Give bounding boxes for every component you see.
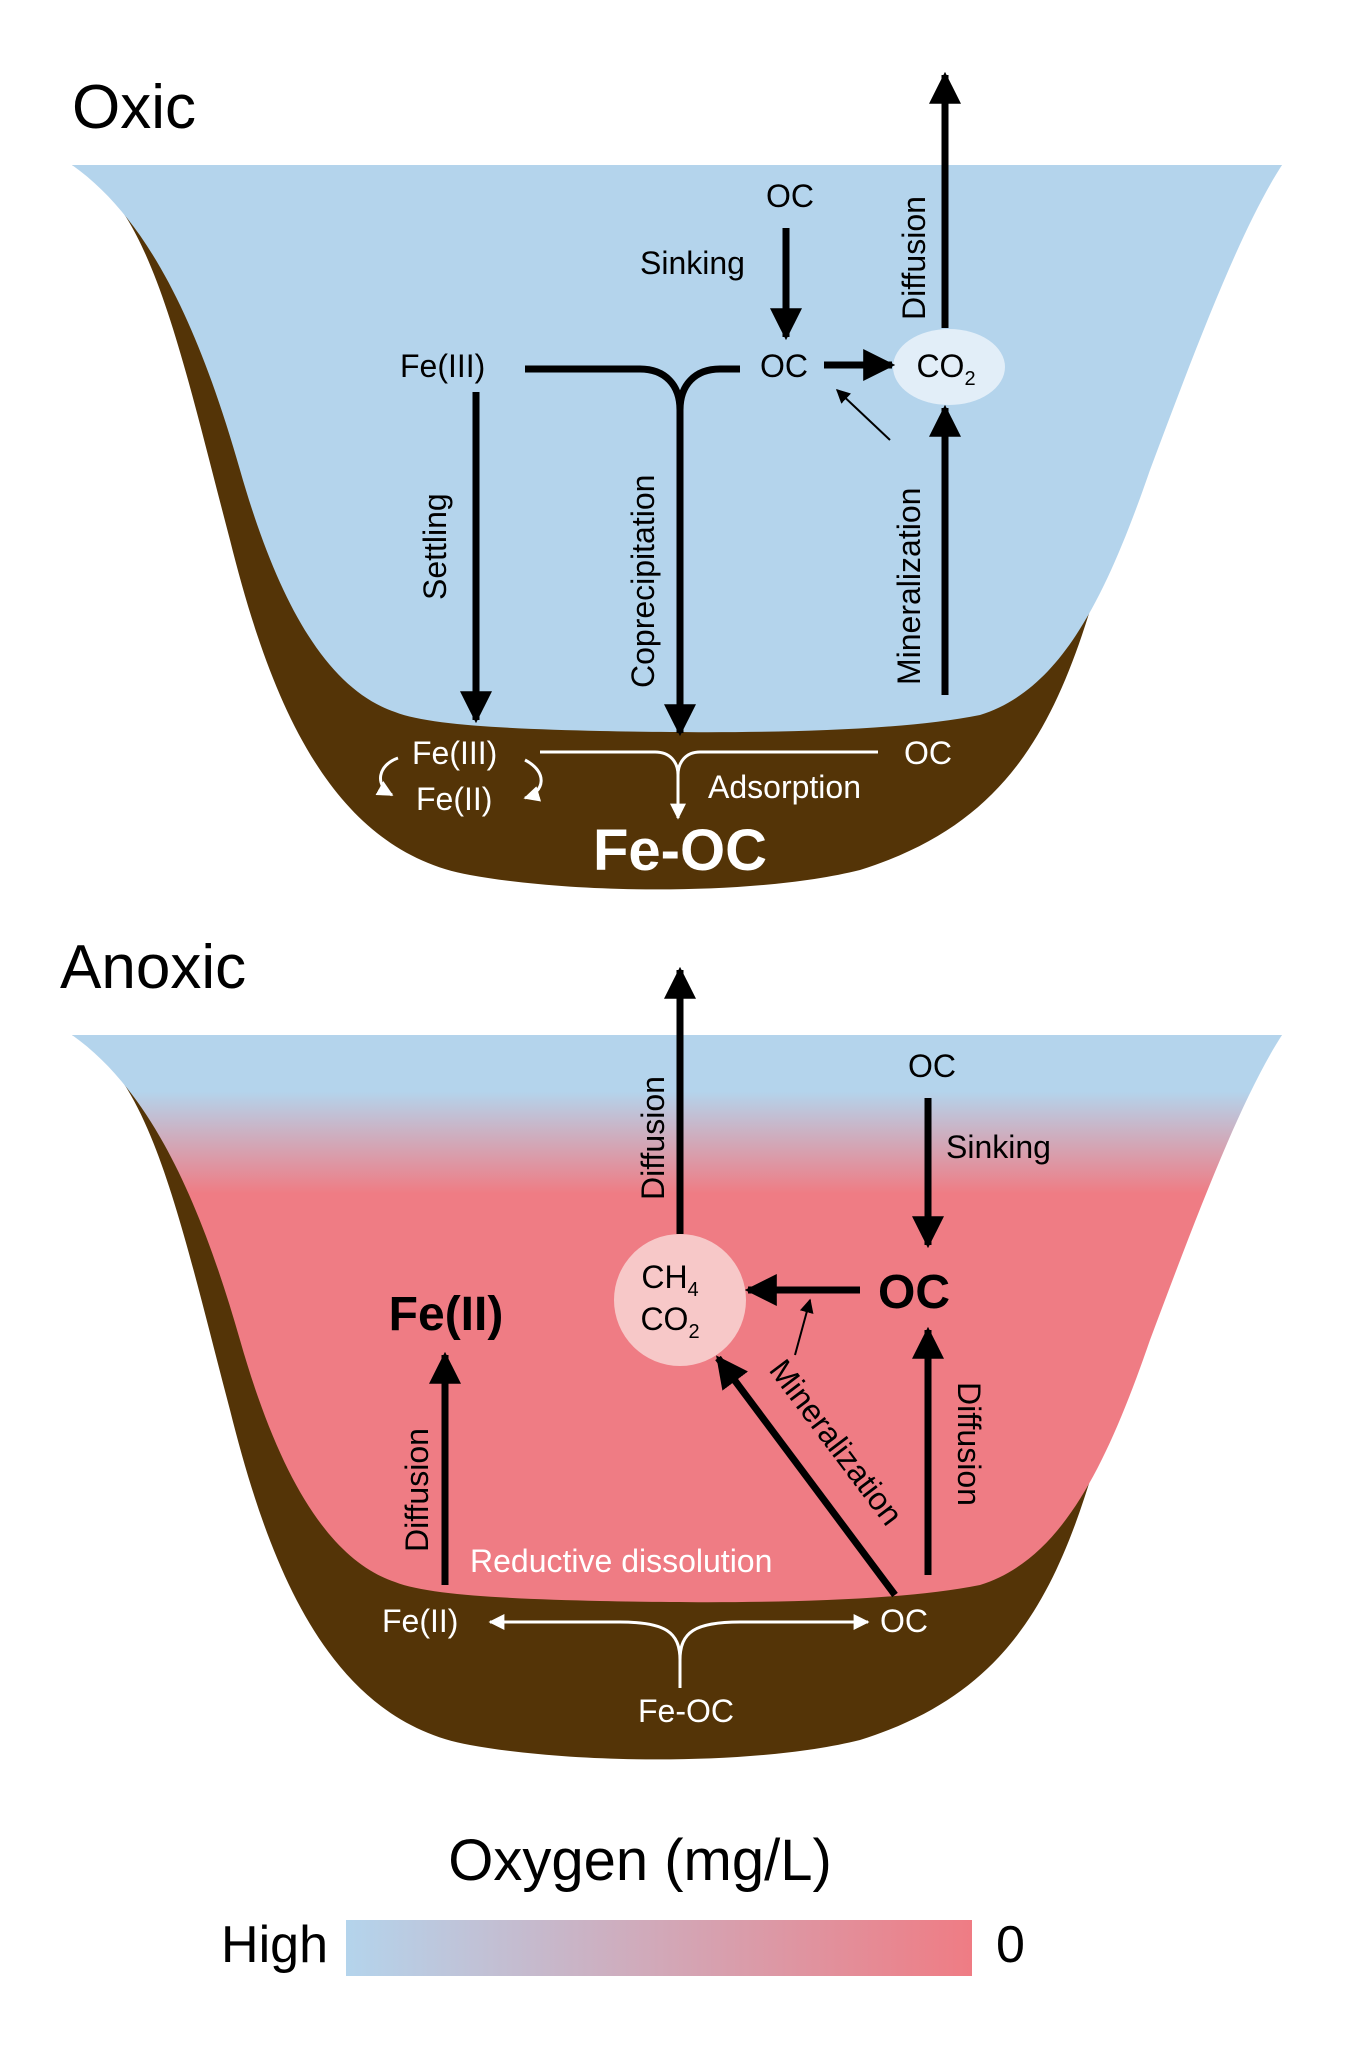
mineralization-label-oxic: Mineralization [891, 488, 927, 685]
adsorption-label: Adsorption [708, 769, 861, 805]
sediment-fe2-label: Fe(II) [416, 781, 492, 817]
fe3-water-label: Fe(III) [400, 348, 485, 384]
adsorption-join-right [676, 750, 878, 776]
fe-oc-anoxic-label: Fe-OC [638, 1693, 734, 1729]
fe-oc-oxic-label: Fe-OC [593, 818, 767, 883]
diffusion-label-anoxic-right: Diffusion [951, 1382, 987, 1506]
oc-water-anoxic-label: OC [878, 1266, 950, 1319]
reductive-dissolution-label: Reductive dissolution [470, 1543, 772, 1579]
mineralization-pointer [835, 389, 891, 441]
anoxic-panel: Anoxic CH4 CO2 Diffusion OC Sinking OC M… [60, 933, 1282, 1760]
diffusion-label-oxic: Diffusion [896, 196, 932, 320]
oc-surface-anoxic-label: OC [908, 1048, 956, 1084]
settling-label: Settling [417, 493, 453, 600]
ch4-co2-bubble [614, 1234, 746, 1366]
sediment-fe2-anoxic-label: Fe(II) [382, 1603, 458, 1639]
sinking-label: Sinking [640, 245, 745, 281]
sediment-oc-label: OC [904, 735, 952, 771]
redox-cycle-arrow-left [375, 756, 399, 797]
co2-bubble [893, 329, 1005, 405]
diffusion-label-anoxic-top: Diffusion [635, 1076, 671, 1200]
fe2-water-label: Fe(II) [389, 1288, 504, 1341]
anoxic-title: Anoxic [60, 933, 246, 1002]
oxic-title: Oxic [72, 73, 196, 142]
oc-surface-label: OC [766, 178, 814, 214]
mineralization-pointer-anoxic [794, 1298, 814, 1356]
legend-zero-label: 0 [996, 1916, 1025, 1974]
co2-label: CO2 [916, 348, 975, 390]
coprecipitation-label: Coprecipitation [625, 475, 661, 688]
oc-water-label: OC [760, 348, 808, 384]
redox-cycle-arrow-right [523, 758, 543, 802]
diffusion-label-anoxic-left: Diffusion [399, 1428, 435, 1552]
sediment-fe3-label: Fe(III) [412, 735, 497, 771]
coprecipitation-join-right [676, 365, 740, 411]
mineralization-arrow-anoxic [715, 1355, 898, 1598]
sinking-label-anoxic: Sinking [946, 1129, 1051, 1165]
sediment-oc-anoxic-label: OC [880, 1603, 928, 1639]
legend-gradient-bar [346, 1920, 972, 1976]
oxygen-legend: Oxygen (mg/L) High 0 [221, 1828, 1025, 1976]
legend-title: Oxygen (mg/L) [448, 1828, 832, 1893]
co2-anoxic-label: CO2 [640, 1301, 699, 1343]
dissolution-join-right [678, 1620, 741, 1661]
ch4-label: CH4 [641, 1259, 698, 1301]
legend-high-label: High [221, 1916, 328, 1974]
oxic-panel: Oxic CO2 OC Sinking Fe(III) OC Coprecipi… [72, 71, 1282, 890]
